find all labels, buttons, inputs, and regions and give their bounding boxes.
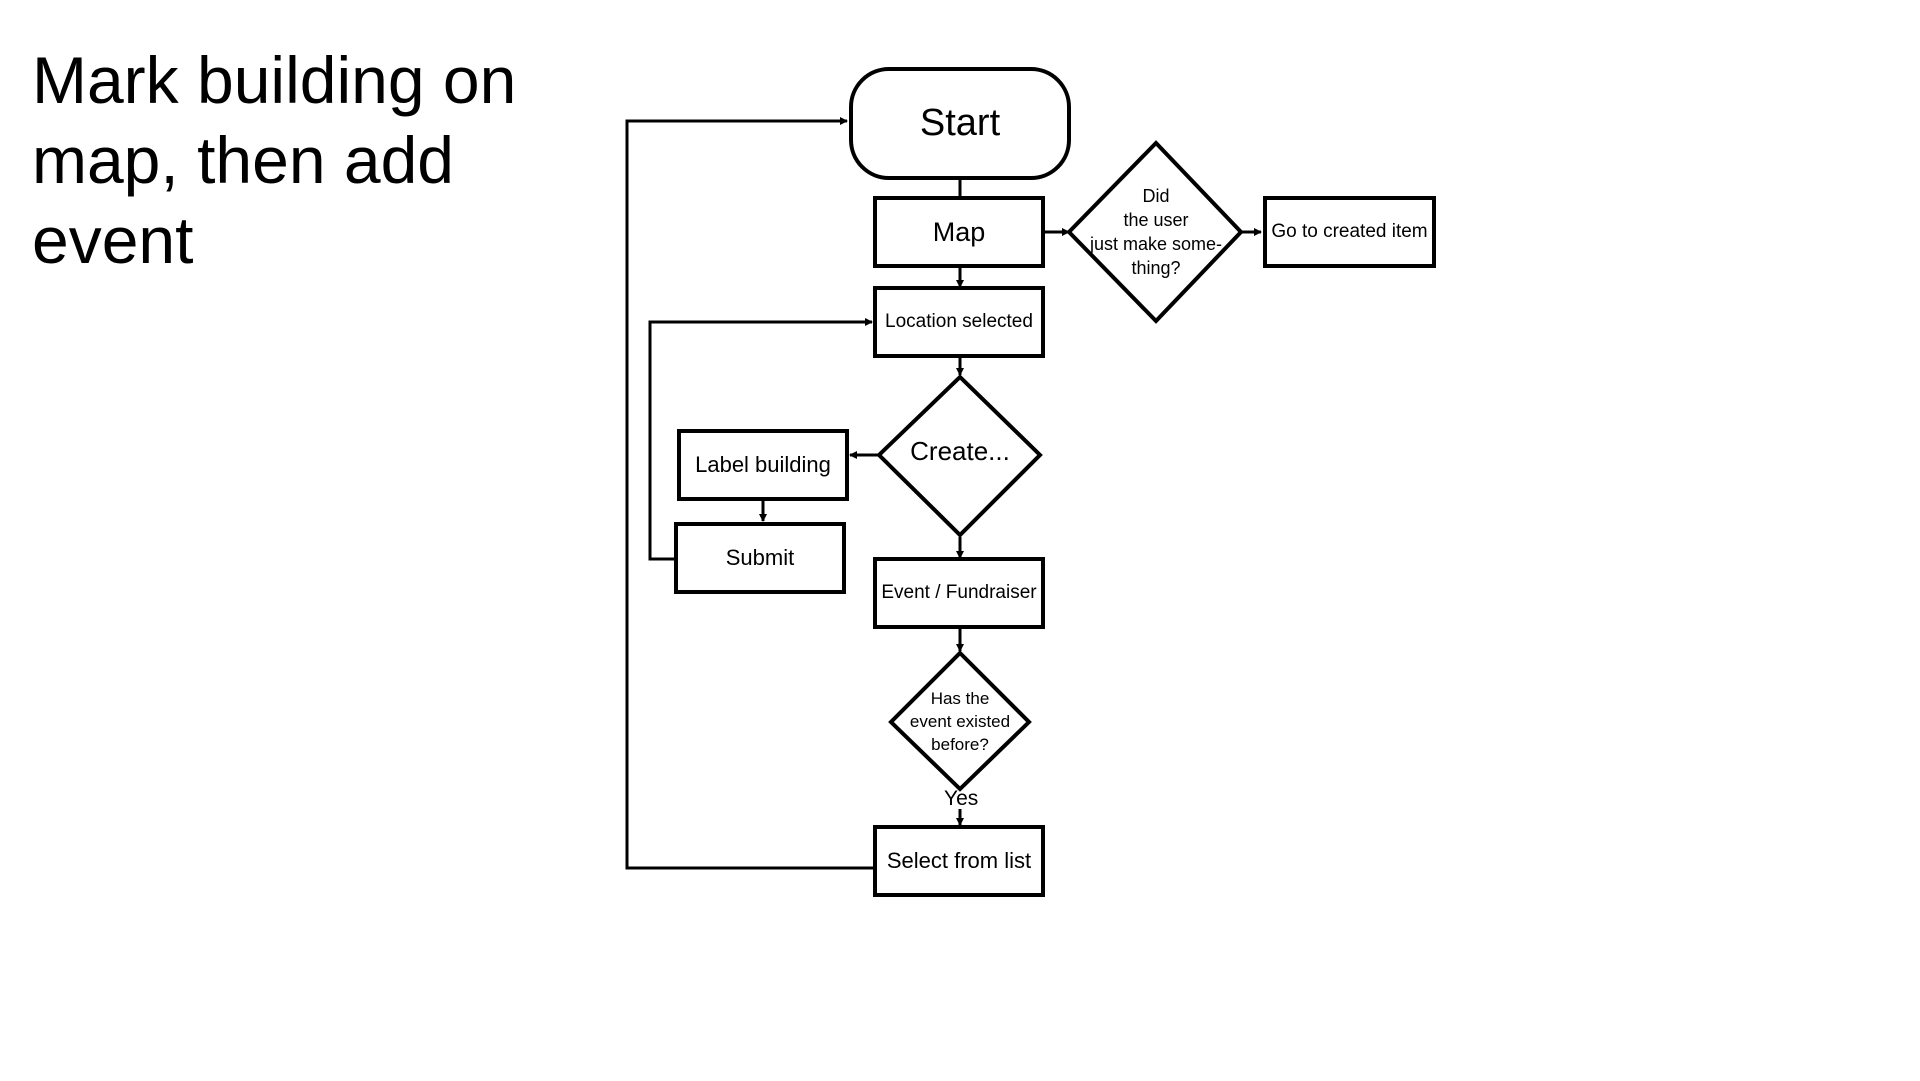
label-building-node: Label building (677, 429, 849, 501)
title-line-1: Mark building on (32, 43, 517, 117)
go-to-created-item-node: Go to created item (1263, 196, 1436, 268)
did-user-line-2: the user (1123, 210, 1189, 230)
has-event-line-3: before? (931, 734, 989, 754)
decision-did-user-label: Did the user just make some- thing? (1069, 172, 1243, 292)
title-line-2: map, then add (32, 123, 454, 197)
start-node: Start (849, 67, 1071, 180)
has-event-line-2: event existed (909, 711, 1011, 731)
decision-create-shape (876, 374, 1043, 538)
edge-submit-location (648, 318, 873, 561)
select-from-list-node: Select from list (873, 825, 1045, 897)
edge-select-start (625, 117, 874, 870)
location-selected-node: Location selected (873, 286, 1045, 358)
did-user-line-4: thing? (1131, 258, 1181, 278)
did-user-line-3: just make some- (1089, 234, 1223, 254)
decision-create-label: Create... (910, 435, 1010, 466)
decision-did-user-shape (1066, 140, 1244, 324)
submit-node: Submit (674, 522, 846, 594)
map-node: Map (873, 196, 1045, 268)
did-user-line-1: Did (1142, 186, 1170, 206)
page-title: Mark building on map, then add event (32, 40, 572, 280)
event-fundraiser-node: Event / Fundraiser (873, 557, 1045, 629)
title-line-3: event (32, 203, 194, 277)
yes-edge-label: Yes (944, 787, 979, 810)
has-event-line-1: Has the (930, 688, 990, 708)
decision-has-event-shape (888, 650, 1032, 792)
decision-has-event-label: Has the event existed before? (891, 685, 1029, 757)
